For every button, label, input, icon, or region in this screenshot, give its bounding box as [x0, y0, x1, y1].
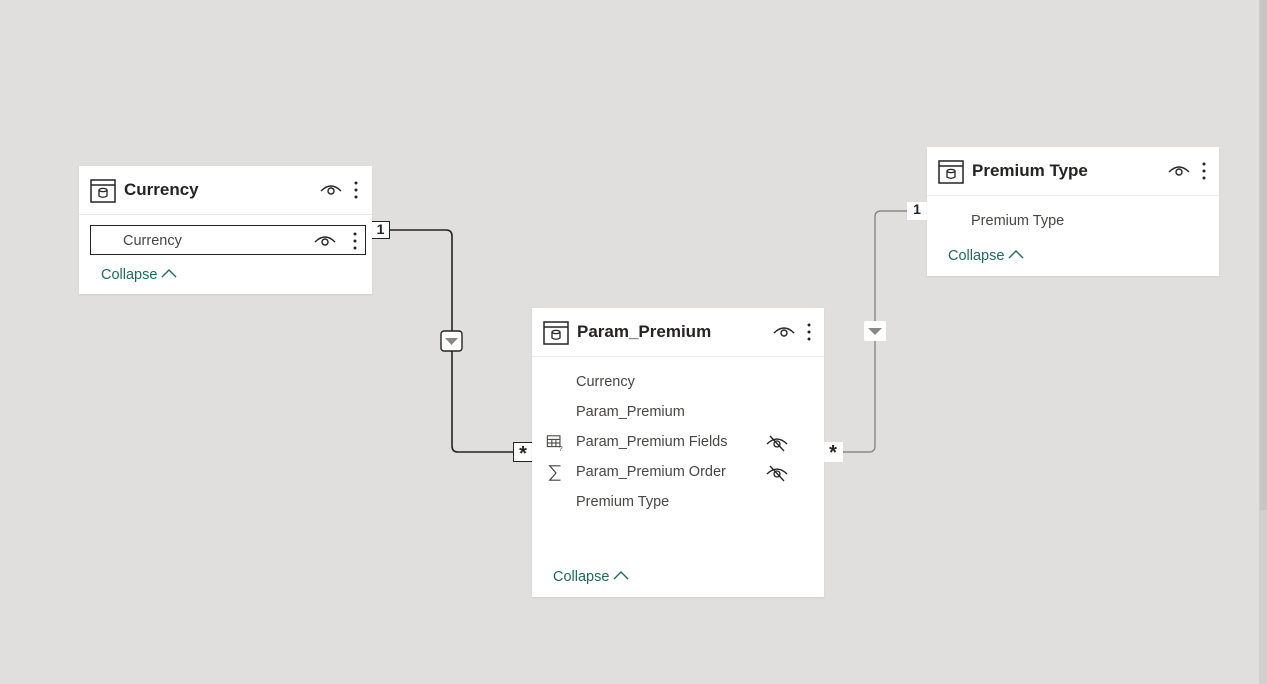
more-options-icon[interactable]: [351, 231, 359, 251]
field-row-premium-type[interactable]: Premium Type: [532, 488, 824, 518]
more-options-icon[interactable]: [805, 322, 813, 342]
cardinality-text: 1: [913, 201, 921, 217]
collapse-button[interactable]: Collapse: [101, 267, 177, 283]
table-card-param-premium[interactable]: Param_Premium Currency Param_Premium ?: [532, 308, 824, 597]
more-options-icon[interactable]: [352, 180, 360, 200]
table-title: Param_Premium: [577, 322, 712, 341]
visibility-eye-icon[interactable]: [320, 182, 342, 198]
field-label: Param_Premium Fields: [576, 434, 728, 450]
field-row-currency[interactable]: Currency: [90, 225, 366, 255]
visibility-eye-icon[interactable]: [1168, 163, 1190, 179]
field-row-currency[interactable]: Currency: [532, 368, 824, 398]
field-label: Currency: [123, 233, 182, 249]
field-row-premium-type[interactable]: Premium Type: [927, 207, 1219, 237]
table-card-currency[interactable]: Currency Currency Collapse: [79, 166, 372, 294]
field-row-param-premium-order[interactable]: Param_Premium Order: [532, 458, 824, 488]
field-row-param-premium-fields[interactable]: ? Param_Premium Fields: [532, 428, 824, 458]
collapse-button[interactable]: Collapse: [553, 569, 629, 585]
cardinality-text: *: [519, 443, 527, 465]
field-label: Premium Type: [576, 494, 670, 510]
table-icon: [938, 160, 964, 184]
cardinality-many-label: *: [513, 442, 533, 465]
collapse-label: Collapse: [948, 248, 1005, 264]
cardinality-one-label: 1: [371, 221, 390, 239]
field-label: Premium Type: [971, 213, 1065, 229]
collapse-button[interactable]: Collapse: [948, 248, 1024, 264]
filter-direction-icon[interactable]: [440, 330, 463, 352]
visibility-eye-icon[interactable]: [773, 324, 795, 340]
cardinality-one-label: 1: [907, 202, 927, 220]
table-icon: [543, 321, 569, 345]
chevron-up-icon: [613, 571, 629, 580]
cardinality-text: *: [829, 442, 837, 464]
vertical-scrollbar-thumb[interactable]: [1260, 0, 1267, 510]
cardinality-text: 1: [376, 221, 385, 237]
chevron-up-icon: [161, 269, 177, 278]
table-card-premium-type[interactable]: Premium Type Premium Type Collapse: [927, 147, 1219, 276]
field-label: Param_Premium: [576, 404, 685, 420]
card-header[interactable]: Param_Premium: [532, 308, 824, 357]
hidden-eye-icon[interactable]: [766, 464, 788, 482]
collapse-label: Collapse: [553, 569, 610, 585]
more-options-icon[interactable]: [1200, 161, 1208, 181]
svg-text:?: ?: [559, 444, 563, 453]
table-icon: [90, 179, 116, 203]
cardinality-many-label: *: [823, 442, 843, 464]
field-row-param-premium[interactable]: Param_Premium: [532, 398, 824, 428]
collapse-label: Collapse: [101, 267, 158, 283]
table-title: Currency: [124, 180, 199, 199]
visibility-eye-icon[interactable]: [314, 233, 336, 249]
table-title: Premium Type: [972, 161, 1088, 180]
field-label: Param_Premium Order: [576, 464, 726, 480]
hidden-eye-icon[interactable]: [766, 434, 788, 452]
card-header[interactable]: Premium Type: [927, 147, 1219, 196]
filter-direction-icon[interactable]: [864, 321, 886, 341]
chevron-up-icon: [1008, 250, 1024, 259]
field-parameter-icon: ?: [546, 435, 563, 453]
sigma-icon: [548, 465, 561, 481]
field-label: Currency: [576, 374, 635, 390]
card-header[interactable]: Currency: [79, 166, 372, 215]
